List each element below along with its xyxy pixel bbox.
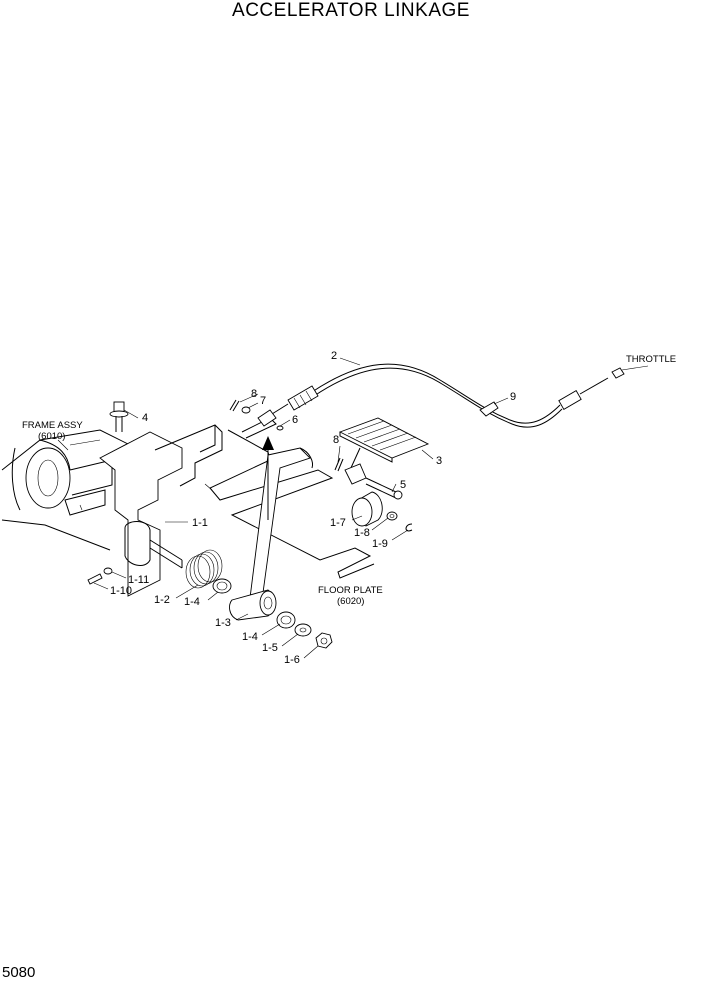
callout-2: 2: [331, 350, 337, 362]
direction-arrow: [262, 436, 274, 520]
cable-clip-9: [479, 401, 499, 417]
callout-1-6: 1-6: [284, 654, 300, 666]
bushing-1-4-right: [276, 611, 296, 629]
floor-plate: [204, 417, 375, 579]
callout-8-top: 8: [251, 388, 257, 400]
floor-plate-label: FLOOR PLATE: [318, 585, 383, 596]
floor-plate-ref-label: (6020): [337, 596, 364, 607]
callout-6: 6: [292, 414, 298, 426]
page-number: 5080: [2, 964, 36, 981]
washer-7: [241, 406, 251, 414]
callout-1-3: 1-3: [215, 617, 231, 629]
throttle-cable: [271, 363, 625, 428]
bolt-4: [109, 401, 129, 432]
cotter-pin-8-top: [229, 399, 240, 412]
callout-1-10: 1-10: [110, 585, 132, 597]
callout-1-4-right: 1-4: [242, 631, 258, 643]
callout-3: 3: [436, 455, 442, 467]
callout-9: 9: [510, 391, 516, 403]
callout-1-9: 1-9: [372, 538, 388, 550]
page-title: ACCELERATOR LINKAGE: [232, 0, 470, 21]
return-spring: [185, 549, 223, 589]
pedal-pad: [338, 417, 430, 471]
callout-1-11: 1-11: [128, 574, 149, 586]
clevis-6: [257, 409, 284, 431]
callout-1-2: 1-2: [154, 594, 170, 606]
frame-assy-label: FRAME ASSY: [22, 420, 83, 431]
reference-labels: FRAME ASSY (6010) FLOOR PLATE (6020) THR…: [22, 354, 676, 607]
washer-1-8: [386, 511, 398, 521]
callout-8-pedal: 8: [333, 434, 339, 446]
callout-1-8: 1-8: [354, 527, 370, 539]
callout-5: 5: [400, 479, 406, 491]
callout-1-5: 1-5: [262, 642, 278, 654]
callout-4: 4: [142, 412, 148, 424]
cotter-pin-8-pedal: [334, 457, 344, 472]
frame-assembly: [1, 429, 131, 551]
callout-1-4-left: 1-4: [184, 596, 200, 608]
callout-1-1: 1-1: [192, 517, 208, 529]
throttle-label: THROTTLE: [626, 354, 676, 365]
pedal-bracket: [99, 424, 223, 597]
washer-1-5: [294, 623, 312, 637]
leader-lines: [57, 357, 649, 659]
callout-7: 7: [260, 395, 266, 407]
pedal-arm: [229, 447, 313, 621]
roller-1-7: [351, 491, 383, 527]
bolt-1-10: [87, 567, 113, 585]
pedal-pivot: [344, 463, 403, 500]
bushing-1-4-left: [212, 578, 232, 594]
nut-1-6: [315, 632, 333, 649]
clip-1-9: [405, 523, 413, 532]
callout-numbers: 2 9 8 7 6 4 8 3 5 1-1 1-7 1-8 1-9 1-11 1…: [110, 350, 516, 666]
frame-assy-ref-label: (6010): [38, 431, 65, 442]
callout-1-7: 1-7: [330, 517, 346, 529]
